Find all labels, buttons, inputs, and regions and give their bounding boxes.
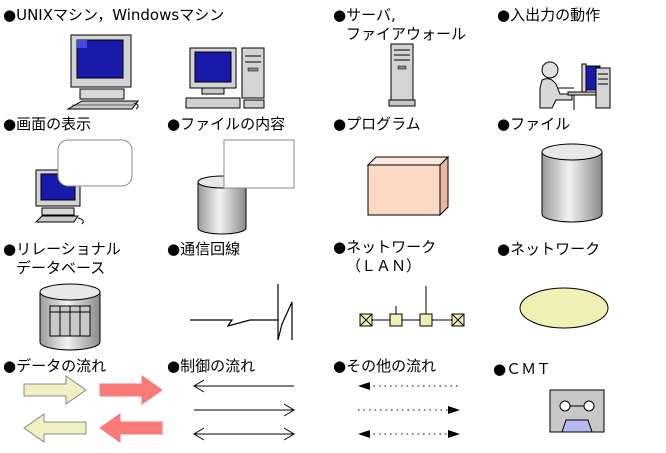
other-flow-arrows-icon (358, 382, 460, 438)
label-line: ●ネットワーク (497, 240, 601, 258)
label-line: ●リレーショナル (3, 240, 121, 258)
label-unix-windows-machine: ●UNIXマシン，Windowsマシン (3, 6, 224, 25)
label-line: ●プログラム (333, 115, 421, 133)
cmt-cartridge-icon (549, 389, 605, 433)
label-file-contents: ●ファイルの内容 (167, 115, 285, 134)
label-cmt: ●ＣＭＴ (493, 360, 551, 379)
label-file: ●ファイル (497, 115, 570, 134)
label-line: ●サーバ, (333, 6, 396, 24)
relational-database-icon (39, 283, 101, 351)
label-network: ●ネットワーク (497, 240, 600, 259)
file-contents-icon (197, 139, 295, 235)
label-line: ●通信回線 (167, 240, 241, 258)
label-screen-display: ●画面の表示 (3, 115, 91, 134)
label-data-flow: ●データの流れ (3, 357, 106, 376)
file-cylinder-icon (541, 143, 603, 223)
label-line-2: データベース (16, 259, 106, 277)
data-flow-arrows-icon (23, 375, 163, 443)
windows-pc-icon (185, 47, 265, 109)
label-server-firewall: ●サーバ, ファイアウォール (333, 6, 466, 44)
label-line: ●画面の表示 (3, 115, 92, 133)
label-other-flow: ●その他の流れ (333, 357, 436, 376)
network-lan-icon (359, 286, 465, 327)
screen-display-icon (34, 139, 133, 225)
label-line: ●制御の流れ (167, 357, 256, 375)
label-line: ●UNIXマシン，Windowsマシン (3, 6, 225, 24)
label-network-lan: ●ネットワーク （ＬＡＮ） (333, 238, 436, 276)
label-program: ●プログラム (333, 115, 421, 134)
server-icon (388, 43, 416, 107)
control-flow-arrows-icon (193, 379, 295, 441)
communication-line-icon (190, 284, 293, 341)
label-line: ●入出力の動作 (497, 6, 601, 24)
label-control-flow: ●制御の流れ (167, 357, 255, 376)
label-line: ●その他の流れ (333, 357, 437, 375)
label-line: ●ファイルの内容 (167, 115, 286, 133)
network-ellipse-icon (519, 287, 609, 329)
label-relational-database: ●リレーショナル データベース (3, 240, 121, 278)
label-io-operation: ●入出力の動作 (497, 6, 600, 25)
label-communication-line: ●通信回線 (167, 240, 240, 259)
program-icon (366, 155, 450, 217)
person-at-computer-icon (539, 61, 611, 110)
label-line: ●ファイル (497, 115, 571, 133)
label-line: ●ＣＭＴ (493, 360, 552, 378)
label-line-2: ファイアウォール (346, 25, 467, 43)
label-line: ●ネットワーク (333, 238, 437, 256)
label-line-2: （ＬＡＮ） (346, 257, 422, 275)
label-line: ●データの流れ (3, 357, 107, 375)
unix-workstation-icon (66, 34, 139, 110)
